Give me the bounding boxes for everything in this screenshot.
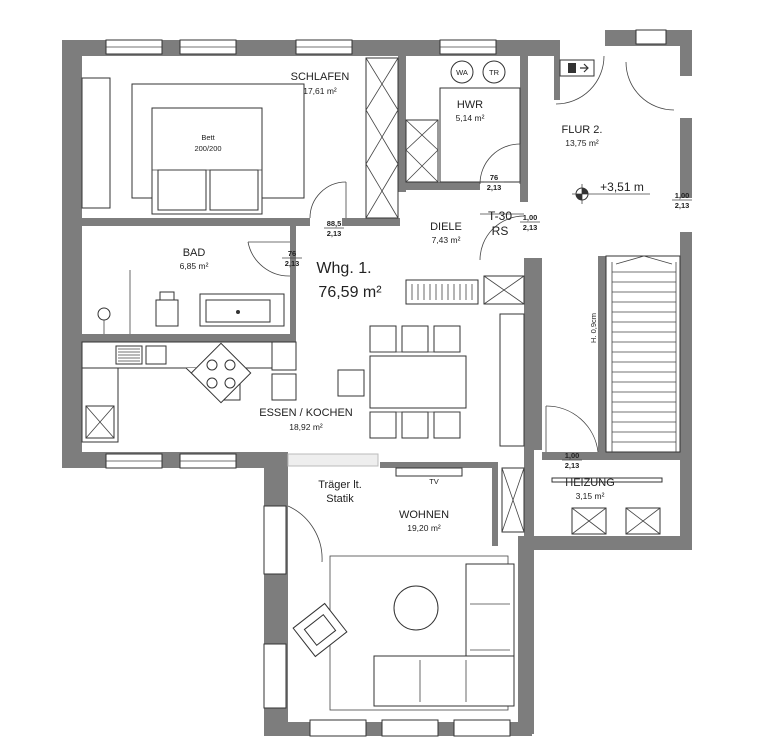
room-area-bad: 6,85 m² — [180, 261, 209, 271]
room-area-heizung: 3,15 m² — [576, 491, 605, 501]
room-area-essen: 18,92 m² — [289, 422, 323, 432]
apartment-name: Whg. 1. — [316, 260, 371, 277]
washer-dryer — [450, 60, 506, 84]
door-dim-bad-height: 2,13 — [285, 259, 300, 268]
dining-table — [337, 325, 467, 439]
wardrobes — [365, 57, 525, 533]
living-room-furniture — [292, 467, 515, 711]
room-name-diele: DIELE — [430, 221, 462, 233]
doors — [247, 55, 675, 563]
heizung-units — [551, 477, 663, 535]
door-dim-flur-width: 1,00 — [675, 191, 690, 200]
elevation-text: +3,51 m — [600, 180, 644, 194]
door-dim-heizung-width: 1,00 — [565, 451, 580, 460]
beam-note-line1: Träger lt. — [318, 479, 362, 491]
room-area-wohnen: 19,20 m² — [407, 523, 441, 533]
room-name-heizung: HEIZUNG — [565, 477, 615, 489]
bed — [131, 83, 305, 215]
kitchen — [81, 341, 297, 443]
room-name-wohnen: WOHNEN — [399, 509, 449, 521]
staircase — [605, 255, 681, 453]
door-dim-schlafen-width: 88,5 — [327, 219, 342, 228]
dryer-label: TR — [489, 68, 500, 77]
door-dim-heizung-height: 2,13 — [565, 461, 580, 470]
beam-note-line2: Statik — [326, 493, 354, 505]
room-name-hwr: HWR — [457, 99, 483, 111]
windows — [81, 29, 667, 737]
door-dim-diele-height: 2,13 — [523, 223, 538, 232]
room-area-schlafen: 17,61 m² — [303, 86, 337, 96]
door-dimensions: 88,5 2,13 76 2,13 76 2,13 1,00 2,13 1,00… — [282, 173, 692, 470]
exit-sign — [559, 59, 595, 77]
room-area-diele: 7,43 m² — [432, 235, 461, 245]
fire-door-rating: T-30 — [488, 209, 512, 223]
washer-label: WA — [456, 68, 468, 77]
bed-label: Bett — [201, 133, 215, 142]
room-name-schlafen: SCHLAFEN — [291, 71, 350, 83]
door-dim-hwr-width: 76 — [490, 173, 498, 182]
labels: SCHLAFEN 17,61 m² Bett 200/200 WA TR HWR… — [180, 68, 644, 533]
apartment-area: 76,59 m² — [318, 284, 382, 301]
opening — [287, 453, 379, 467]
room-name-bad: BAD — [183, 247, 206, 259]
bathroom-fixtures — [97, 270, 285, 334]
fire-door-closer: RS — [492, 224, 509, 238]
door-dim-hwr-height: 2,13 — [487, 183, 502, 192]
room-name-essen: ESSEN / KOCHEN — [259, 407, 353, 419]
door-dim-bad-width: 76 — [288, 249, 296, 258]
door-dim-flur-height: 2,13 — [675, 201, 690, 210]
stair-height-label: H. 0,9cm — [589, 313, 598, 343]
elevation-marker — [572, 184, 650, 204]
door-dim-schlafen-height: 2,13 — [327, 229, 342, 238]
room-area-flur: 13,75 m² — [565, 138, 599, 148]
room-name-flur: FLUR 2. — [562, 124, 603, 136]
bed-size: 200/200 — [194, 144, 221, 153]
door-dim-diele-width: 1,00 — [523, 213, 538, 222]
room-area-hwr: 5,14 m² — [456, 113, 485, 123]
tv-label: TV — [429, 477, 439, 486]
